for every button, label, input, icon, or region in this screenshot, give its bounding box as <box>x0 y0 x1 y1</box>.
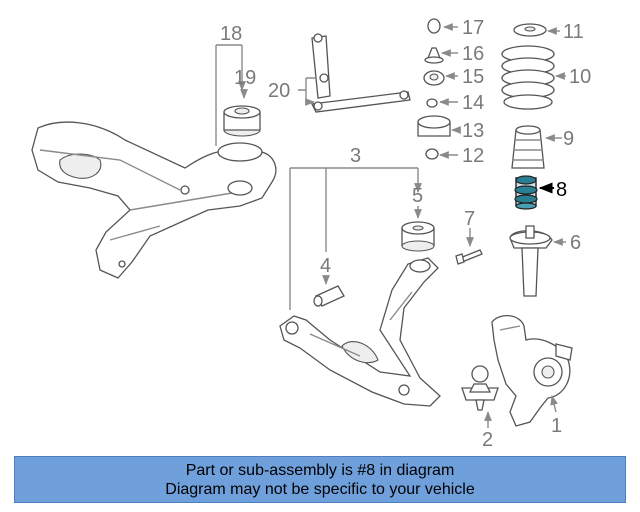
callout-10: 10 <box>569 66 591 88</box>
dust-boot-part-9 <box>511 125 545 169</box>
parts-diagram: 18 19 20 17 16 15 14 13 12 11 10 9 8 6 7… <box>31 17 591 451</box>
callout-6: 6 <box>570 232 581 254</box>
callout-1: 1 <box>551 415 562 437</box>
knuckle-part-1 <box>491 315 573 427</box>
notice-line-disclaimer: Diagram may not be specific to your vehi… <box>165 480 475 498</box>
callout-11: 11 <box>563 21 584 43</box>
callout-2: 2 <box>482 429 493 451</box>
notice-line-part: Part or sub-assembly is #8 in diagram <box>185 461 455 479</box>
spring-seat-hole <box>524 26 536 32</box>
callout-15: 15 <box>462 66 484 88</box>
bump-stop-part-8 <box>514 175 538 210</box>
callout-19: 19 <box>234 67 256 89</box>
diagram-notice-banner: Part or sub-assembly is #8 in diagram Di… <box>14 456 626 503</box>
coil-spring-part-10 <box>501 45 555 110</box>
callout-3: 3 <box>350 145 361 167</box>
leader-lines <box>215 23 566 428</box>
callout-4: 4 <box>320 255 331 277</box>
callout-20: 20 <box>268 80 290 102</box>
top-mount-parts <box>417 18 451 160</box>
callout-8: 8 <box>556 179 567 201</box>
callout-13: 13 <box>462 120 484 142</box>
bushing-part-5 <box>401 221 435 252</box>
ball-joint-part-2 <box>461 365 499 411</box>
callout-5: 5 <box>412 185 423 207</box>
callout-14: 14 <box>462 92 484 114</box>
control-arm-part-3 <box>279 257 441 407</box>
callout-7: 7 <box>464 208 475 230</box>
callout-18: 18 <box>220 23 242 45</box>
mount-part-19 <box>223 105 261 137</box>
bolt-part-7 <box>455 249 483 265</box>
subframe-part <box>31 121 277 279</box>
brace-part-20 <box>311 33 411 113</box>
callout-17: 17 <box>462 17 484 39</box>
callout-9: 9 <box>563 128 574 150</box>
callout-12: 12 <box>462 145 484 167</box>
bushing-part-4 <box>313 285 345 307</box>
callout-16: 16 <box>462 43 484 65</box>
strut-part-6 <box>509 225 553 297</box>
